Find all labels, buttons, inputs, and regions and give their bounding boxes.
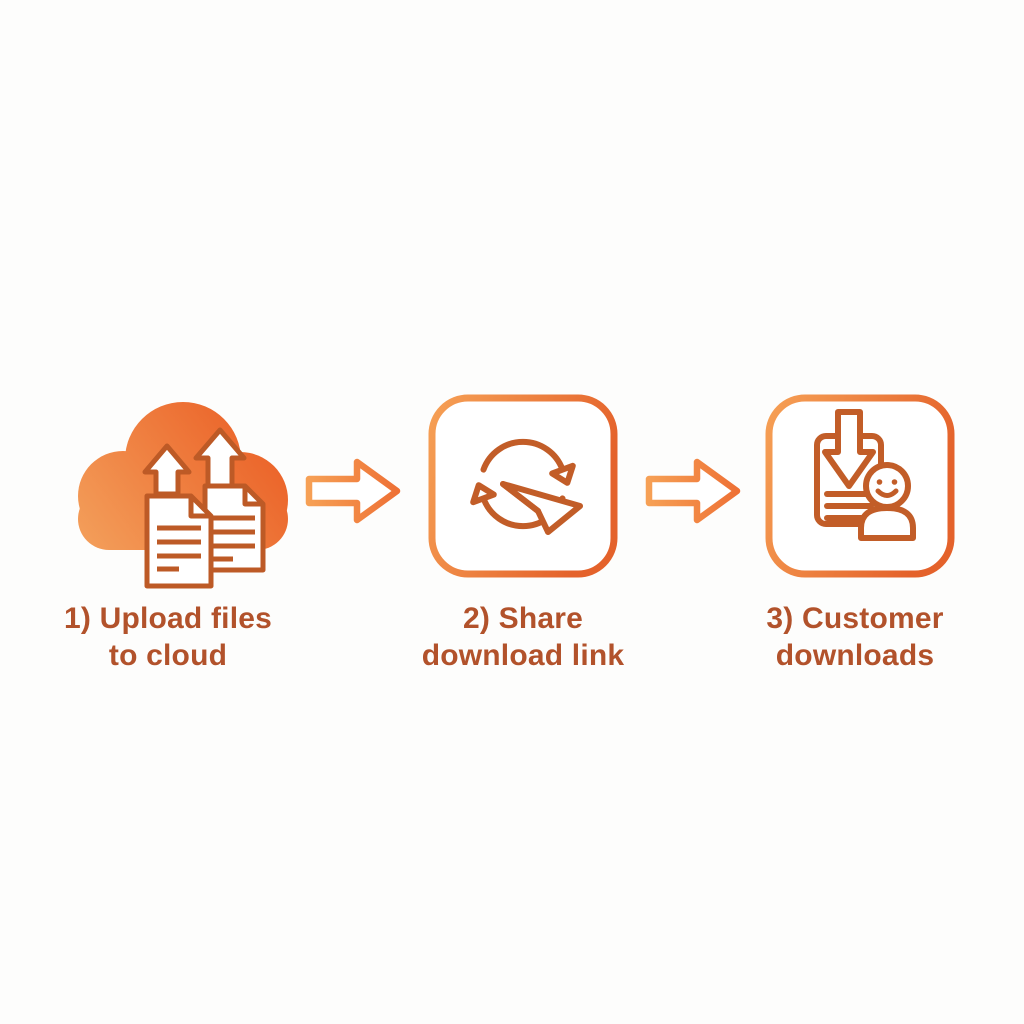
- step-label-line: to cloud: [108, 639, 228, 672]
- step-label-2: 2) Share download link: [373, 600, 673, 674]
- step-box-border: [428, 394, 618, 578]
- step-label-line: 3) Customer: [766, 602, 944, 635]
- customer-icon: [858, 462, 916, 541]
- step-label-line: 2) Share: [463, 602, 583, 635]
- step-label-line: download link: [421, 639, 625, 672]
- document-front-icon: [144, 493, 214, 589]
- cloud-upload-files-icon: [78, 402, 288, 589]
- upload-arrows-icon: [142, 427, 247, 497]
- step-label-line: 1) Upload files: [63, 602, 273, 635]
- sync-send-link-icon: [428, 394, 618, 578]
- download-arrow-icon: [822, 409, 876, 489]
- step-label-line: downloads: [775, 639, 935, 672]
- flow-arrow-icon: [645, 458, 741, 524]
- paper-plane-icon: [500, 481, 583, 535]
- flow-arrow-icon: [305, 458, 401, 524]
- document-download-customer-icon: [765, 394, 955, 578]
- step-label-3: 3) Customer downloads: [705, 600, 1005, 674]
- step-label-1: 1) Upload files to cloud: [18, 600, 318, 674]
- document-back-icon: [202, 483, 266, 573]
